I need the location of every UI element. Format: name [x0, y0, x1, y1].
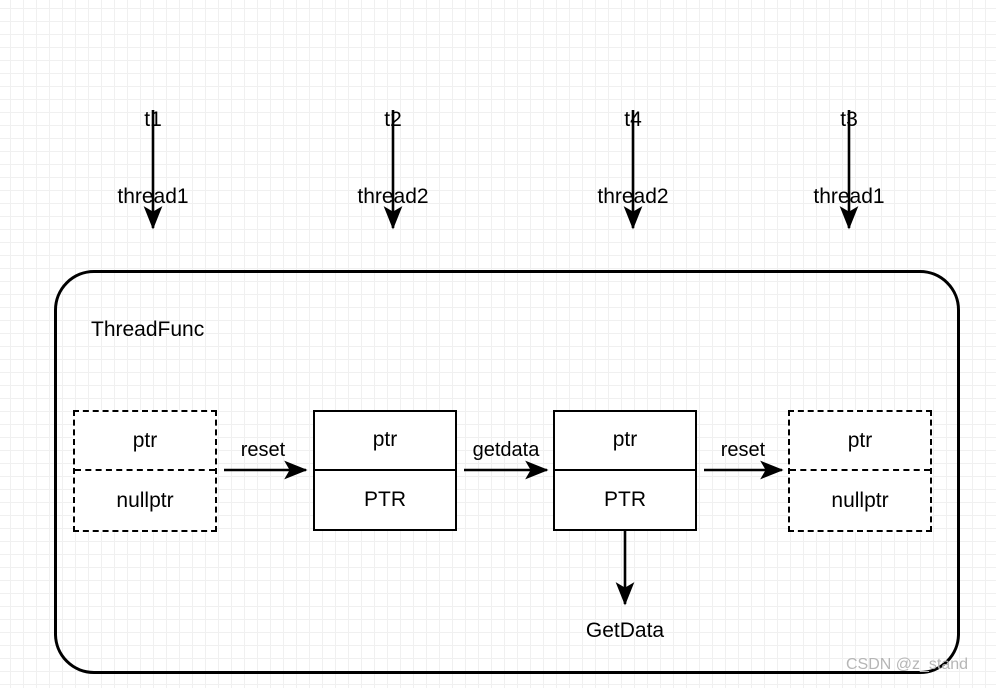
thread-name-label: thread2 — [597, 185, 669, 209]
threadfunc-container — [54, 270, 960, 674]
state-cell-top: ptr — [790, 412, 930, 471]
transition-label-reset-2: reset — [720, 439, 766, 461]
state-box-2: ptr PTR — [313, 410, 457, 531]
state-cell-bottom: PTR — [604, 487, 646, 511]
thread-time-label: t3 — [840, 108, 858, 132]
threadfunc-label: ThreadFunc — [91, 318, 205, 341]
thread-header-t1: t1 thread1 — [73, 56, 233, 261]
thread-name-label: thread2 — [357, 185, 429, 209]
state-cell-top: ptr — [555, 412, 695, 471]
thread-time-label: t1 — [144, 108, 162, 132]
state-cell-top: ptr — [75, 412, 215, 471]
getdata-output-label: GetData — [585, 619, 665, 642]
thread-name-label: thread1 — [813, 185, 885, 209]
thread-time-label: t4 — [624, 108, 642, 132]
state-cell-bottom: nullptr — [831, 488, 889, 512]
state-box-4: ptr nullptr — [788, 410, 932, 532]
transition-label-getdata: getdata — [472, 439, 540, 461]
watermark: CSDN @z_stand — [846, 656, 969, 673]
state-cell-bottom: PTR — [364, 487, 406, 511]
thread-name-label: thread1 — [117, 185, 189, 209]
thread-header-t2: t2 thread2 — [313, 56, 473, 261]
state-box-3: ptr PTR — [553, 410, 697, 531]
thread-header-t3: t3 thread1 — [769, 56, 929, 261]
state-box-1: ptr nullptr — [73, 410, 217, 532]
state-cell-top: ptr — [315, 412, 455, 471]
transition-label-reset-1: reset — [240, 439, 286, 461]
thread-time-label: t2 — [384, 108, 402, 132]
state-cell-bottom: nullptr — [116, 488, 174, 512]
thread-header-t4: t4 thread2 — [553, 56, 713, 261]
